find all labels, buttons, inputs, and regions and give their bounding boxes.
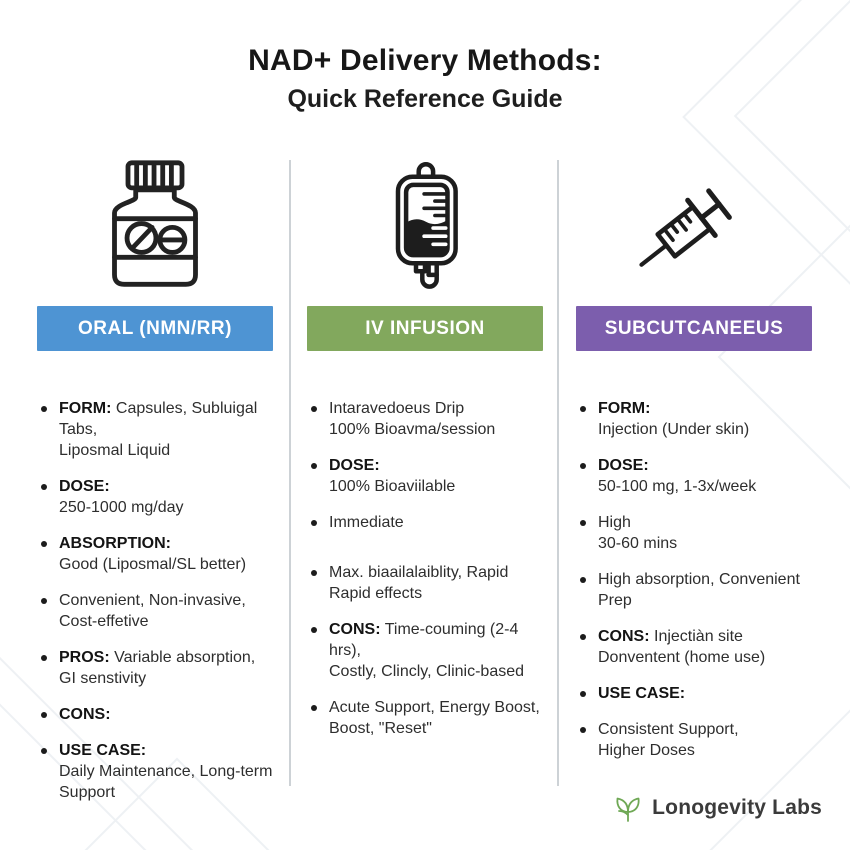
leaf-icon	[612, 792, 644, 824]
bullet-item: USE CASE:	[576, 683, 812, 704]
bullet-item: DOSE: 50-100 mg, 1-3x/week	[576, 455, 812, 497]
bullet-item: USE CASE: Daily Maintenance, Long-term S…	[37, 740, 273, 803]
bullet-label: CONS:	[59, 706, 111, 723]
column-header-oral: ORAL (NMN/RR)	[37, 306, 273, 351]
bullet-item: CONS: Time-couming (2-4 hrs), Costly, Cl…	[307, 619, 543, 682]
column-divider	[289, 160, 291, 786]
bullet-item: ABSORPTION: Good (Liposmal/SL better)	[37, 533, 273, 575]
bullet-label: CONS:	[598, 628, 650, 645]
bullet-label: DOSE:	[598, 457, 649, 474]
iv-bag-icon	[307, 150, 543, 298]
column-header-subcutaneous: SUBCUTCANEEUS	[576, 306, 812, 351]
column-oral: ORAL (NMN/RR) FORM: Capsules, Subluigal T…	[37, 150, 273, 818]
bullet-label: USE CASE:	[598, 685, 686, 702]
bullet-item: CONS: Injectiàn site Donventent (home us…	[576, 626, 812, 668]
bullet-item: Consistent Support, Higher Doses	[576, 719, 812, 761]
bullet-label: DOSE:	[329, 457, 380, 474]
bullet-item: DOSE: 100% Bioaviilable	[307, 455, 543, 497]
page-title: NAD+ Delivery Methods:	[248, 44, 602, 77]
bullet-label: CONS:	[329, 621, 381, 638]
column-divider	[557, 160, 559, 786]
pill-bottle-icon	[37, 150, 273, 298]
header: NAD+ Delivery Methods: Quick Reference G…	[0, 44, 850, 114]
bullet-item: FORM: Injection (Under skin)	[576, 398, 812, 440]
column-header-iv: IV INFUSION	[307, 306, 543, 351]
bullet-label: DOSE:	[59, 478, 110, 495]
bullet-item: Convenient, Non-invasive, Cost-effetive	[37, 590, 273, 632]
column-subcutaneous: SUBCUTCANEEUS FORM: Injection (Under skin…	[576, 150, 812, 776]
bullet-list: FORM: Capsules, Subluigal Tabs, Liposmal…	[37, 398, 273, 803]
column-iv: IV INFUSION Intaravedoeus Drip 100% Bioav…	[307, 150, 543, 754]
syringe-icon	[576, 150, 812, 298]
bullet-item: Intaravedoeus Drip 100% Bioavma/session	[307, 398, 543, 440]
bullet-label: FORM:	[59, 400, 112, 417]
bullet-label: USE CASE:	[59, 742, 147, 759]
bullet-item: FORM: Capsules, Subluigal Tabs, Liposmal…	[37, 398, 273, 461]
bullet-item: PROS: Variable absorption, GI senstivity	[37, 647, 273, 689]
bullet-item: Acute Support, Energy Boost, Boost, "Res…	[307, 697, 543, 739]
bullet-item: Immediate	[307, 512, 543, 533]
brand-logo: Lonogevity Labs	[612, 792, 822, 824]
bullet-label: FORM:	[598, 400, 651, 417]
bullet-item: High absorption, Convenient Prep	[576, 569, 812, 611]
brand-name: Lonogevity Labs	[652, 796, 822, 819]
bullet-label: PROS:	[59, 649, 110, 666]
bullet-label: ABSORPTION:	[59, 535, 171, 552]
bullet-list: FORM: Injection (Under skin) DOSE: 50-100…	[576, 398, 812, 761]
bullet-item: Max. biaailalaiblity, Rapid Rapid effect…	[307, 562, 543, 604]
bullet-item: High 30-60 mins	[576, 512, 812, 554]
page-subtitle: Quick Reference Guide	[287, 85, 563, 113]
bullet-item: CONS:	[37, 704, 273, 725]
bullet-item: DOSE: 250-1000 mg/day	[37, 476, 273, 518]
